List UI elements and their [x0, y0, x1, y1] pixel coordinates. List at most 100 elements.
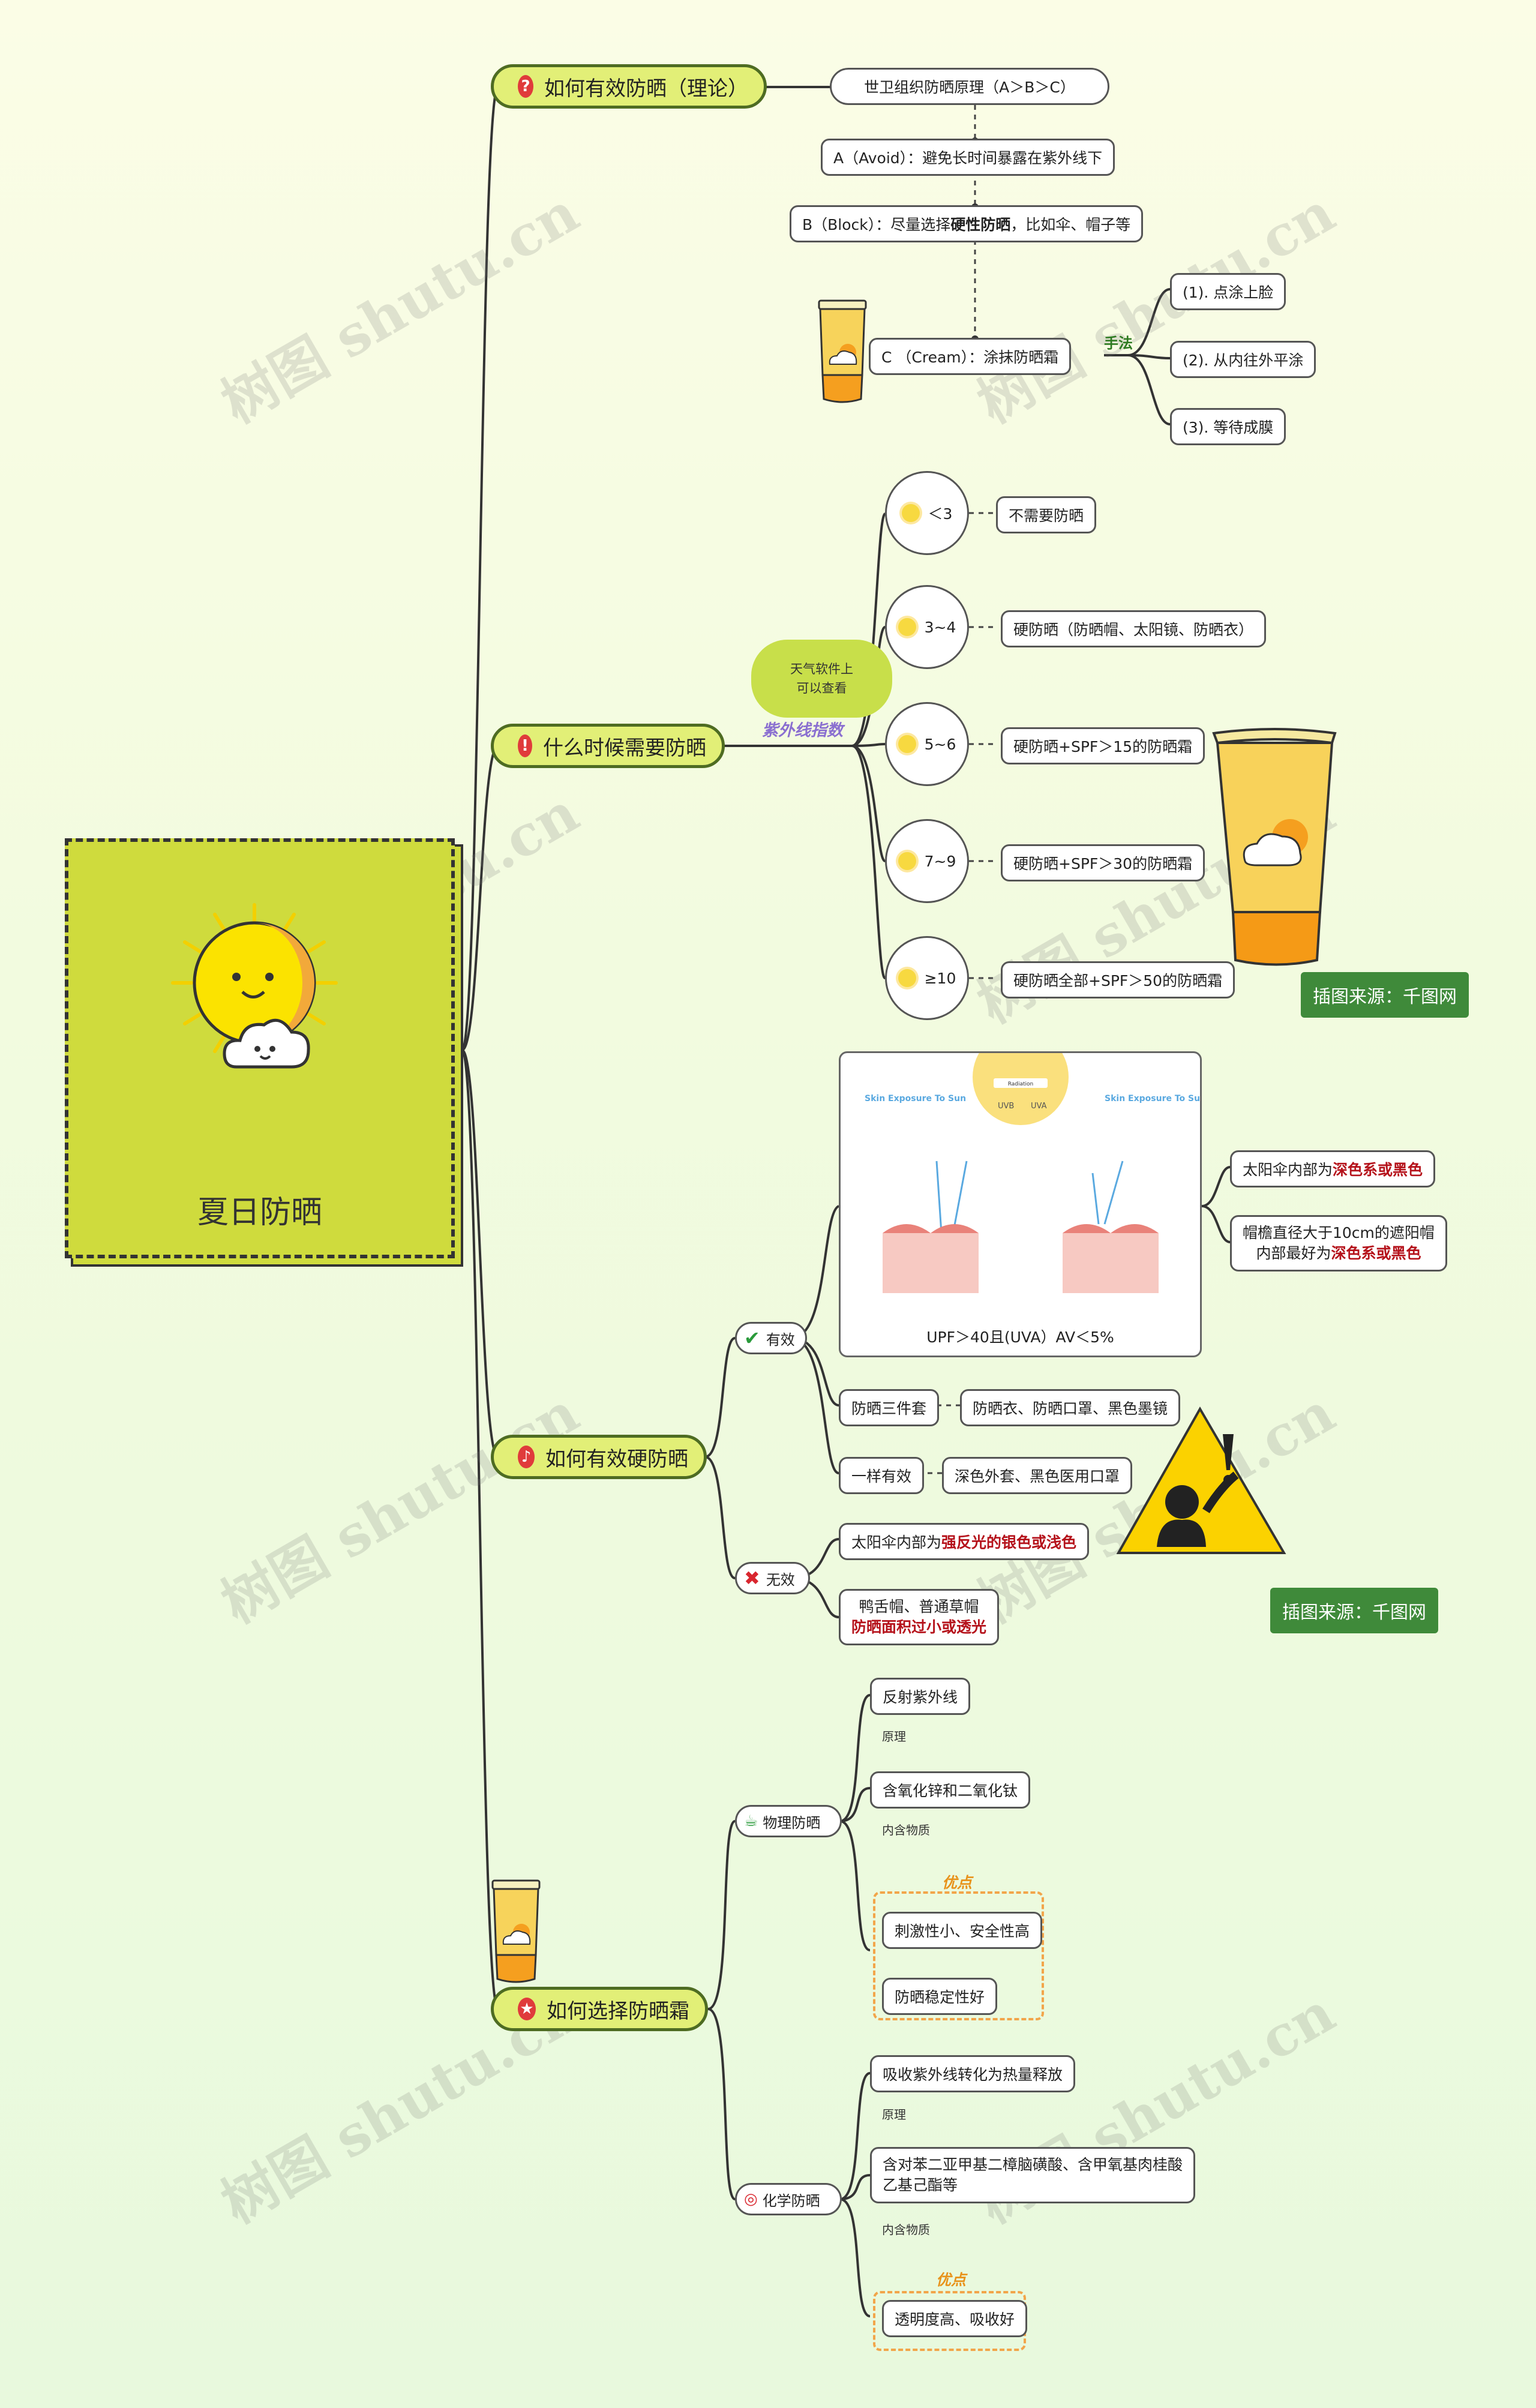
sun-icon: [898, 735, 916, 753]
sunscreen-tube-illustration: [818, 299, 867, 403]
sunscreen-tube-illustration-small: [491, 1879, 541, 1983]
protection-set-items[interactable]: 防晒衣、防晒口罩、黑色墨镜: [960, 1389, 1181, 1426]
principle-block[interactable]: B（Block）：尽量选择硬性防晒，比如伞、帽子等: [790, 205, 1144, 242]
chemical-label: 化学防晒: [762, 2192, 820, 2209]
step-3[interactable]: (3). 等待成膜: [1170, 408, 1286, 445]
same-effect-items[interactable]: 深色外套、黑色医用口罩: [942, 1457, 1133, 1494]
uv-range: ＜3: [928, 505, 953, 523]
principle-avoid[interactable]: A（Avoid）：避免长时间暴露在紫外线下: [821, 139, 1115, 176]
cup-icon: ☕: [744, 1812, 758, 1830]
branch-theory[interactable]: ? 如何有效防晒（理论）: [491, 64, 767, 109]
physical-content[interactable]: 含氧化锌和二氧化钛: [870, 1771, 1031, 1809]
image-credit-1: 插图来源：千图网: [1301, 972, 1469, 1018]
hat-tip-line1: 帽檐直径大于10cm的遮阳帽: [1243, 1224, 1435, 1242]
physical-principle[interactable]: 反射紫外线: [870, 1678, 971, 1715]
block-suffix: ，比如伞、帽子等: [1010, 216, 1131, 233]
sun-icon: [898, 969, 916, 987]
uv-tip-line1: 天气软件上: [790, 662, 853, 676]
branch-when[interactable]: ! 什么时候需要防晒: [491, 724, 725, 768]
branch-when-label: 什么时候需要防晒: [543, 736, 706, 760]
umbrella-highlight: 深色系或黑色: [1333, 1161, 1423, 1178]
bad-hat-line1: 鸭舌帽、普通草帽: [859, 1598, 979, 1615]
uv-range: 5~6: [924, 735, 956, 753]
uv-level-5[interactable]: ≥10: [885, 936, 969, 1020]
bell-icon: ♪: [518, 1446, 535, 1468]
radiation-text: Radiation: [1008, 1081, 1034, 1087]
uva-text: UVA: [1031, 1102, 1047, 1111]
chemical-principle[interactable]: 吸收紫外线转化为热量释放: [870, 2055, 1076, 2092]
uv-range: 3~4: [924, 618, 956, 636]
same-effect-label[interactable]: 一样有效: [839, 1457, 925, 1494]
content-tag: 内含物质: [882, 2223, 930, 2237]
block-bold: 硬性防晒: [950, 216, 1011, 233]
branch-theory-label: 如何有效防晒（理论）: [544, 76, 748, 101]
uv-range: 7~9: [924, 852, 956, 870]
advantage-tag: 优点: [942, 1874, 973, 1891]
chemical-sunscreen[interactable]: ◎化学防晒: [735, 2183, 842, 2215]
uv-level-2[interactable]: 3~4: [885, 585, 969, 669]
step-2[interactable]: (2). 从内往外平涂: [1170, 341, 1316, 378]
skin-exposure-diagram[interactable]: Radiation UVB UVA Skin Exposure To Sun S…: [839, 1051, 1202, 1357]
hat-tip-prefix: 内部最好为: [1256, 1245, 1331, 1262]
checkmark-icon: ✔: [744, 1327, 760, 1350]
uv-range: ≥10: [924, 969, 956, 987]
thumbs-up-icon: ★: [518, 1998, 536, 2020]
uv-tip-line2: 可以查看: [796, 681, 847, 695]
hat-tip[interactable]: 帽檐直径大于10cm的遮阳帽 内部最好为深色系或黑色: [1230, 1215, 1447, 1272]
sun-cloud-illustration: [171, 903, 338, 1069]
step-1[interactable]: (1). 点涂上脸: [1170, 273, 1286, 310]
uv-advice-1[interactable]: 不需要防晒: [996, 496, 1097, 533]
uv-advice-4[interactable]: 硬防晒+SPF＞30的防晒霜: [1001, 844, 1205, 881]
uv-level-4[interactable]: 7~9: [885, 819, 969, 903]
ineffective-label[interactable]: ✖ 无效: [735, 1562, 810, 1594]
content-tag: 内含物质: [882, 1823, 930, 1837]
diagram-right-title: Skin Exposure To Sun With Sunscreen: [1105, 1094, 1201, 1103]
image-credit-2: 插图来源：千图网: [1270, 1588, 1438, 1633]
center-topic[interactable]: 夏日防晒: [65, 838, 455, 1258]
bad-umbrella-prefix: 太阳伞内部为: [851, 1534, 942, 1551]
sun-icon: [901, 504, 920, 522]
bad-umbrella[interactable]: 太阳伞内部为强反光的银色或浅色: [839, 1523, 1090, 1560]
warning-illustration: [1116, 1406, 1286, 1554]
chemical-content[interactable]: 含对苯二亚甲基二樟脑磺酸、含甲氧基肉桂酸 乙基己酯等: [870, 2147, 1196, 2203]
branch-hard-protection[interactable]: ♪ 如何有效硬防晒: [491, 1435, 707, 1479]
skin-diagram-illustration: Radiation UVB UVA Skin Exposure To Sun S…: [865, 1053, 1201, 1293]
effective-text: 有效: [766, 1331, 795, 1348]
cross-icon: ✖: [744, 1567, 760, 1590]
uv-tip-cloud: 天气软件上 可以查看: [751, 640, 892, 718]
who-principle[interactable]: 世卫组织防晒原理（A＞B＞C）: [830, 68, 1109, 105]
sun-icon: [898, 618, 916, 636]
branch-choose-sunscreen[interactable]: ★ 如何选择防晒霜: [491, 1987, 708, 2031]
uv-advice-3[interactable]: 硬防晒+SPF＞15的防晒霜: [1001, 727, 1205, 764]
uv-advice-2[interactable]: 硬防晒（防晒帽、太阳镜、防晒衣）: [1001, 610, 1267, 647]
bad-hat[interactable]: 鸭舌帽、普通草帽 防晒面积过小或透光: [839, 1589, 1000, 1645]
principle-tag: 原理: [882, 2107, 906, 2122]
uv-level-1[interactable]: ＜3: [885, 471, 969, 555]
block-prefix: B（Block）：尽量选择: [802, 216, 951, 233]
physical-advantage-2[interactable]: 防晒稳定性好: [882, 1978, 998, 2015]
physical-advantage-1[interactable]: 刺激性小、安全性高: [882, 1912, 1043, 1949]
protection-set-label[interactable]: 防晒三件套: [839, 1389, 940, 1426]
bad-umbrella-highlight: 强反光的银色或浅色: [941, 1534, 1077, 1551]
advantage-tag: 优点: [936, 2271, 967, 2289]
physical-advantages-box: [873, 1891, 1044, 2020]
center-title: 夏日防晒: [197, 1195, 322, 1231]
umbrella-tip[interactable]: 太阳伞内部为深色系或黑色: [1230, 1150, 1436, 1187]
physical-sunscreen[interactable]: ☕ 物理防晒: [735, 1805, 842, 1837]
effective-label[interactable]: ✔ 有效: [735, 1322, 807, 1354]
chemical-advantage[interactable]: 透明度高、吸收好: [882, 2300, 1028, 2337]
principle-cream[interactable]: C （Cream）：涂抹防晒霜: [869, 338, 1072, 375]
uv-level-3[interactable]: 5~6: [885, 702, 969, 786]
method-label: 手法: [1104, 335, 1133, 352]
uv-advice-5[interactable]: 硬防晒全部+SPF＞50的防晒霜: [1001, 961, 1235, 998]
diagram-caption: UPF＞40且(UVA）AV＜5%: [926, 1329, 1114, 1346]
hat-tip-highlight: 深色系或黑色: [1331, 1245, 1421, 1262]
physical-label: 物理防晒: [763, 1814, 821, 1831]
ineffective-text: 无效: [766, 1571, 795, 1588]
uv-index-label: 紫外线指数: [762, 721, 843, 740]
branch-choose-label: 如何选择防晒霜: [547, 1999, 689, 2023]
sun-icon: [898, 852, 916, 870]
bad-hat-line2: 防晒面积过小或透光: [851, 1618, 987, 1636]
diagram-left-title: Skin Exposure To Sun: [865, 1094, 966, 1103]
